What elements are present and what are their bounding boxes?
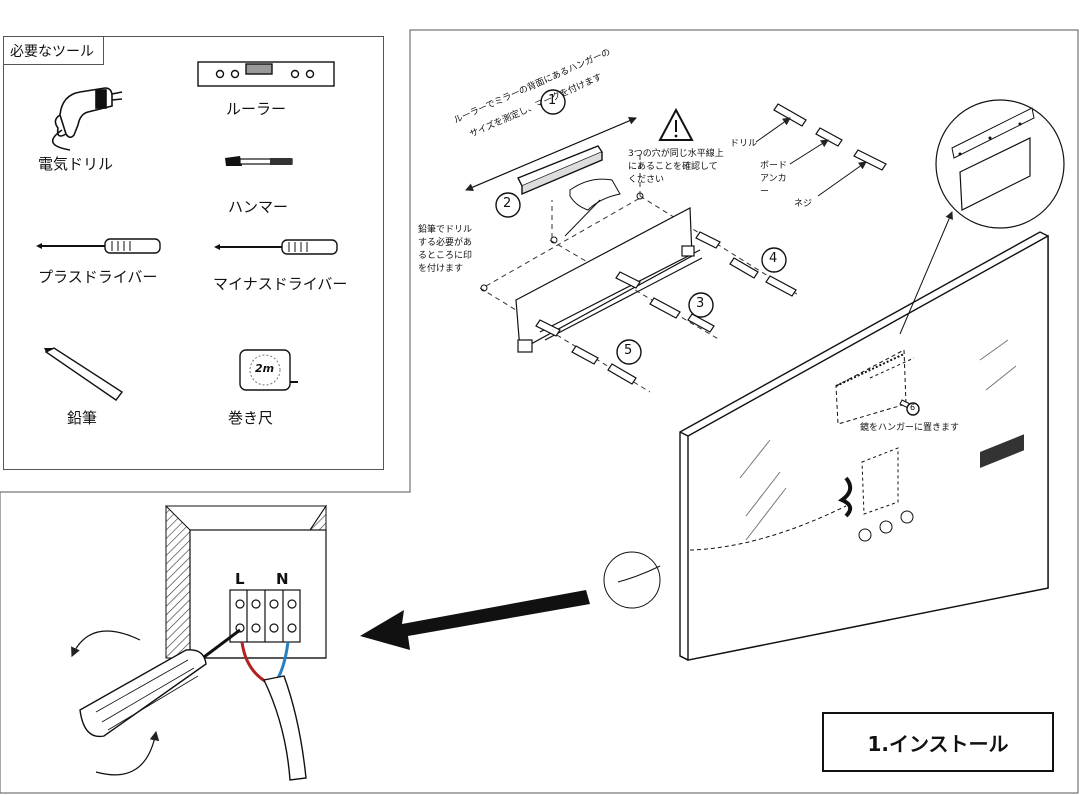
part-label-anchor: ボード アンカ ー xyxy=(760,161,788,197)
wall-anchors xyxy=(535,231,797,385)
pencil-mark-text: 鉛筆でドリル する必要があ るところに印 を付けます xyxy=(418,225,473,274)
tool-label-drill: 電気ドリル xyxy=(38,155,114,173)
step-2-number: 2 xyxy=(503,196,512,211)
power-cable xyxy=(689,505,847,551)
screw-icon xyxy=(853,149,887,171)
power-cord xyxy=(262,675,307,781)
terminal-label-neutral: N xyxy=(276,570,289,588)
terminal-label-live: L xyxy=(235,570,245,588)
tools-panel-header xyxy=(3,36,104,65)
wall-ruler xyxy=(517,145,604,196)
mirror-reflection xyxy=(739,339,1017,541)
tools-panel-title: 必要なツール xyxy=(10,44,94,60)
step-3-number: 3 xyxy=(696,296,705,311)
part-label-screw: ネジ xyxy=(794,199,813,209)
tool-label-pencil: 鉛筆 xyxy=(67,409,98,427)
phillips-screwdriver-icon xyxy=(36,238,161,254)
part-label-drill: ドリル xyxy=(730,139,758,149)
terminal-block xyxy=(229,589,301,643)
step-1-number: 1 xyxy=(548,93,557,108)
flathead-screwdriver-icon xyxy=(214,239,338,255)
tool-label-tape: 巻き尺 xyxy=(228,409,274,427)
mirror xyxy=(679,231,1049,661)
hang-mirror-text: 鏡をハンガーに置きます xyxy=(860,423,960,433)
hanger-zoom-circle xyxy=(935,99,1065,229)
step-4-number: 4 xyxy=(769,251,778,266)
ruler-icon xyxy=(197,61,335,87)
hammer-icon xyxy=(225,156,293,166)
tools-panel xyxy=(3,36,384,470)
step-6-number: 6 xyxy=(910,403,916,412)
big-arrow-icon xyxy=(360,590,590,650)
tool-label-phillips: プラスドライバー xyxy=(38,268,158,286)
mirror-hanger-outline xyxy=(835,349,907,425)
tape-measure-icon xyxy=(239,349,298,391)
warning-icon xyxy=(658,107,694,141)
control-box-outline xyxy=(861,447,899,515)
electric-drill-icon xyxy=(52,87,123,151)
rotate-arrow-bottom-icon xyxy=(95,730,160,776)
step-circles xyxy=(495,89,920,416)
anchor-icon xyxy=(815,127,843,147)
tool-label-ruler: ルーラー xyxy=(226,100,287,118)
rotate-arrow-top-icon xyxy=(71,630,141,658)
cable-coil xyxy=(837,476,853,518)
zoom-leader xyxy=(899,211,953,335)
install-label: 1.インストール xyxy=(822,712,1054,772)
warning-text: 3つの穴が同じ水平線上 にあることを確認して ください xyxy=(628,149,724,185)
step-5-number: 5 xyxy=(624,343,633,358)
tape-measure-text: 2m xyxy=(255,362,275,375)
wiring-screwdriver-icon xyxy=(79,628,241,738)
clock-display xyxy=(980,434,1024,469)
install-frame xyxy=(0,29,1079,794)
tool-label-flathead: マイナスドライバー xyxy=(213,275,348,293)
drill-bit-icon xyxy=(773,103,807,127)
hand-pencil-icon xyxy=(564,178,621,237)
tool-label-hammer: ハンマー xyxy=(228,198,289,216)
cable-zoom-circle xyxy=(603,551,661,609)
part-leaders xyxy=(755,117,867,197)
pencil-icon xyxy=(44,347,124,401)
touch-buttons xyxy=(858,510,914,542)
hanger-rail xyxy=(515,207,703,353)
